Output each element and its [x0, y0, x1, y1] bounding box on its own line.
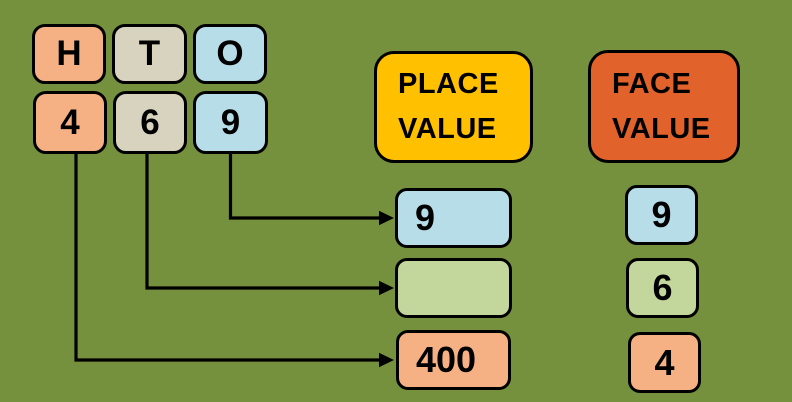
tens-letter-box: T — [112, 24, 187, 84]
place-value-header: PLACE VALUE — [374, 51, 533, 163]
arrow-ones-line — [228, 153, 381, 220]
face-value-header-line2: VALUE — [612, 112, 711, 145]
face-value-header-label: FACE VALUE — [612, 62, 711, 152]
place-value-hundreds-box: 400 — [396, 330, 511, 390]
place-value-tens-box — [395, 258, 512, 318]
arrow-hundreds-line — [74, 153, 381, 362]
ones-letter-box: O — [193, 24, 267, 84]
face-value-hundreds-box: 4 — [628, 332, 701, 393]
face-value-ones-box: 9 — [625, 185, 698, 245]
arrow-ones-head — [379, 210, 394, 226]
face-value-header-line1: FACE — [612, 67, 692, 100]
hundreds-digit-box: 4 — [33, 91, 107, 154]
place-value-ones-box: 9 — [395, 188, 512, 248]
place-value-header-label: PLACE VALUE — [398, 62, 499, 152]
arrow-tens-head — [379, 280, 394, 296]
tens-digit-box: 6 — [113, 91, 187, 154]
face-value-header: FACE VALUE — [588, 50, 740, 163]
arrow-tens-line — [145, 153, 381, 290]
arrow-hundreds-head — [379, 352, 394, 368]
place-value-header-line1: PLACE — [398, 68, 499, 100]
place-value-header-line2: VALUE — [398, 113, 497, 145]
face-value-tens-box: 6 — [626, 258, 699, 318]
ones-digit-box: 9 — [193, 91, 268, 154]
hundreds-letter-box: H — [32, 24, 106, 84]
